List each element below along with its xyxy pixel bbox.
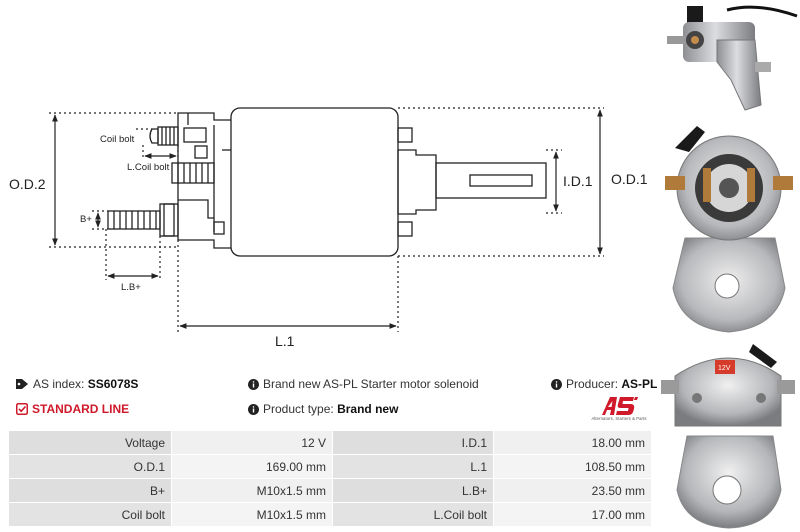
as-index: AS index: SS6078S [16, 377, 138, 391]
standard-line-label: STANDARD LINE [32, 402, 130, 416]
spec-value: 23.50 mm [493, 478, 652, 503]
checkbox-icon [16, 403, 28, 415]
producer-label: Producer: [566, 377, 619, 391]
voltage-badge: 12V [718, 365, 731, 372]
product-photo-front [665, 126, 793, 333]
info-circle-icon [248, 404, 259, 415]
spec-key: L.1 [332, 454, 494, 479]
spec-value: M10x1.5 mm [171, 502, 333, 527]
plunger-rod [435, 162, 547, 199]
spec-key: Voltage [8, 430, 172, 455]
table-row: Coil bolt M10x1.5 mm L.Coil bolt 17.00 m… [8, 502, 652, 527]
as-index-label: AS index: [33, 377, 85, 391]
spec-key: I.D.1 [332, 430, 494, 455]
product-type-value: Brand new [337, 402, 399, 416]
product-photo-back: 12V [661, 344, 795, 529]
spec-value: M10x1.5 mm [171, 478, 333, 503]
product-description: Brand new AS-PL Starter motor solenoid [248, 377, 479, 391]
spec-value: 17.00 mm [493, 502, 652, 527]
spec-key: L.B+ [332, 478, 494, 503]
od1-label: O.D.1 [611, 171, 648, 187]
as-logo-mark [602, 397, 638, 415]
logo-tagline: Alternators, Starters & Parts [591, 416, 647, 421]
coil-bolt [149, 126, 179, 146]
spec-key: O.D.1 [8, 454, 172, 479]
table-row: O.D.1 169.00 mm L.1 108.50 mm [8, 454, 652, 479]
producer: Producer: AS-PL [551, 377, 657, 391]
table-row: B+ M10x1.5 mm L.B+ 23.50 mm [8, 478, 652, 503]
producer-value: AS-PL [621, 377, 658, 391]
standard-line: STANDARD LINE [16, 402, 129, 416]
spec-value: 12 V [171, 430, 333, 455]
od2-label: O.D.2 [9, 176, 46, 192]
product-type-label: Product type: [263, 402, 334, 416]
plunger-housing [397, 149, 437, 215]
spec-value: 108.50 mm [493, 454, 652, 479]
tag-icon [16, 379, 28, 389]
spec-key: B+ [8, 478, 172, 503]
solenoid-body [230, 107, 399, 257]
info-circle-icon [551, 379, 562, 390]
coil-bolt-label: Coil bolt [100, 134, 135, 145]
product-type: Product type: Brand new [248, 402, 398, 416]
technical-drawing: O.D.2 O.D.1 I.D.1 L.1 Coil bolt L.Coil b… [9, 107, 648, 349]
terminal-plate [177, 112, 231, 249]
spec-value: 18.00 mm [493, 430, 652, 455]
l-b-plus-label: L.B+ [121, 282, 141, 293]
as-pl-logo: Alternators, Starters & Parts [588, 396, 650, 426]
b-plus-label: B+ [80, 214, 92, 225]
id1-label: I.D.1 [563, 173, 593, 189]
info-circle-icon [248, 379, 259, 390]
as-index-value: SS6078S [87, 377, 139, 391]
table-row: Voltage 12 V I.D.1 18.00 mm [8, 430, 652, 455]
spec-table: Voltage 12 V I.D.1 18.00 mm O.D.1 169.00… [8, 430, 652, 527]
product-photo-side [667, 5, 798, 111]
product-description-text: Brand new AS-PL Starter motor solenoid [263, 377, 479, 391]
l-coil-bolt-label: L.Coil bolt [127, 162, 170, 173]
spec-key: L.Coil bolt [332, 502, 494, 527]
spec-key: Coil bolt [8, 502, 172, 527]
b-plus-bolt [107, 203, 179, 237]
spec-value: 169.00 mm [171, 454, 333, 479]
l1-label: L.1 [275, 333, 295, 349]
